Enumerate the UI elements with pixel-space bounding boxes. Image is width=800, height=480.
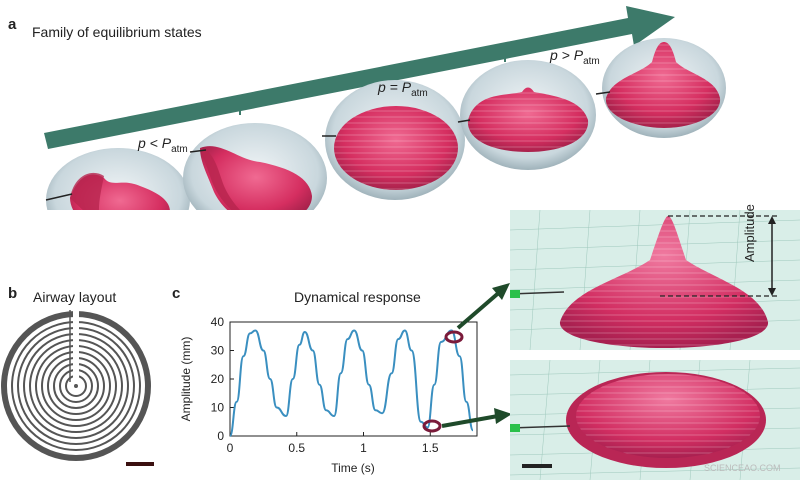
trough-marker-circle xyxy=(422,419,442,433)
x-tick-label: 0.5 xyxy=(288,441,305,455)
pressure-label-text: p > P xyxy=(550,47,584,63)
pressure-label-text: p = P xyxy=(378,79,412,95)
airway-layout-diagram xyxy=(1,310,154,466)
x-axis-label: Time (s) xyxy=(331,461,375,475)
state-progression-arrow xyxy=(44,6,675,149)
panel-a-title: Family of equilibrium states xyxy=(32,24,202,40)
panel-a-letter: a xyxy=(8,16,17,33)
x-tick-label: 0 xyxy=(227,441,234,455)
pressure-label-text: p < P xyxy=(138,135,172,151)
equilibrium-state-1 xyxy=(45,148,190,210)
deflated-state-photo xyxy=(510,360,800,480)
y-tick-label: 40 xyxy=(211,315,225,329)
equilibrium-state-5 xyxy=(595,38,726,138)
pressure-label-above: p > Patm xyxy=(550,47,600,67)
callout-arrows xyxy=(441,283,512,428)
x-tick-label: 1 xyxy=(360,441,367,455)
panel-c-title: Dynamical response xyxy=(294,289,421,305)
scale-bar-b xyxy=(126,462,154,466)
inflated-state-photo xyxy=(510,210,800,350)
panel-a-figure xyxy=(44,6,726,210)
peak-marker-circle xyxy=(444,330,464,344)
y-tick-label: 0 xyxy=(217,429,224,443)
y-axis-label: Amplitude (mm) xyxy=(179,337,193,422)
equilibrium-state-4 xyxy=(457,60,596,170)
scale-bar-c xyxy=(522,464,552,468)
pressure-label-equal: p = Patm xyxy=(378,79,428,99)
dynamical-response-chart: 0 0.5 1 1.5 0 10 20 30 40 Time (s) Amplitude (mm… xyxy=(179,315,478,475)
panel-b-letter: b xyxy=(8,285,18,302)
amplitude-annotation: Amplitude xyxy=(742,204,757,262)
panel-b-title: Airway layout xyxy=(33,289,117,305)
y-tick-label: 10 xyxy=(211,401,225,415)
amplitude-series-line xyxy=(229,329,474,437)
x-tick-label: 1.5 xyxy=(422,441,439,455)
pressure-label-below: p < Patm xyxy=(138,135,188,155)
panel-c-letter: c xyxy=(172,285,181,302)
equilibrium-state-2 xyxy=(183,123,327,210)
pressure-label-sub: atm xyxy=(171,143,188,155)
y-tick-label: 20 xyxy=(211,372,225,386)
equilibrium-state-3 xyxy=(322,80,465,200)
pressure-label-sub: atm xyxy=(583,55,600,67)
watermark: SCIENCEAO.COM xyxy=(704,463,781,473)
pressure-label-sub: atm xyxy=(411,87,428,99)
y-tick-label: 30 xyxy=(211,344,225,358)
